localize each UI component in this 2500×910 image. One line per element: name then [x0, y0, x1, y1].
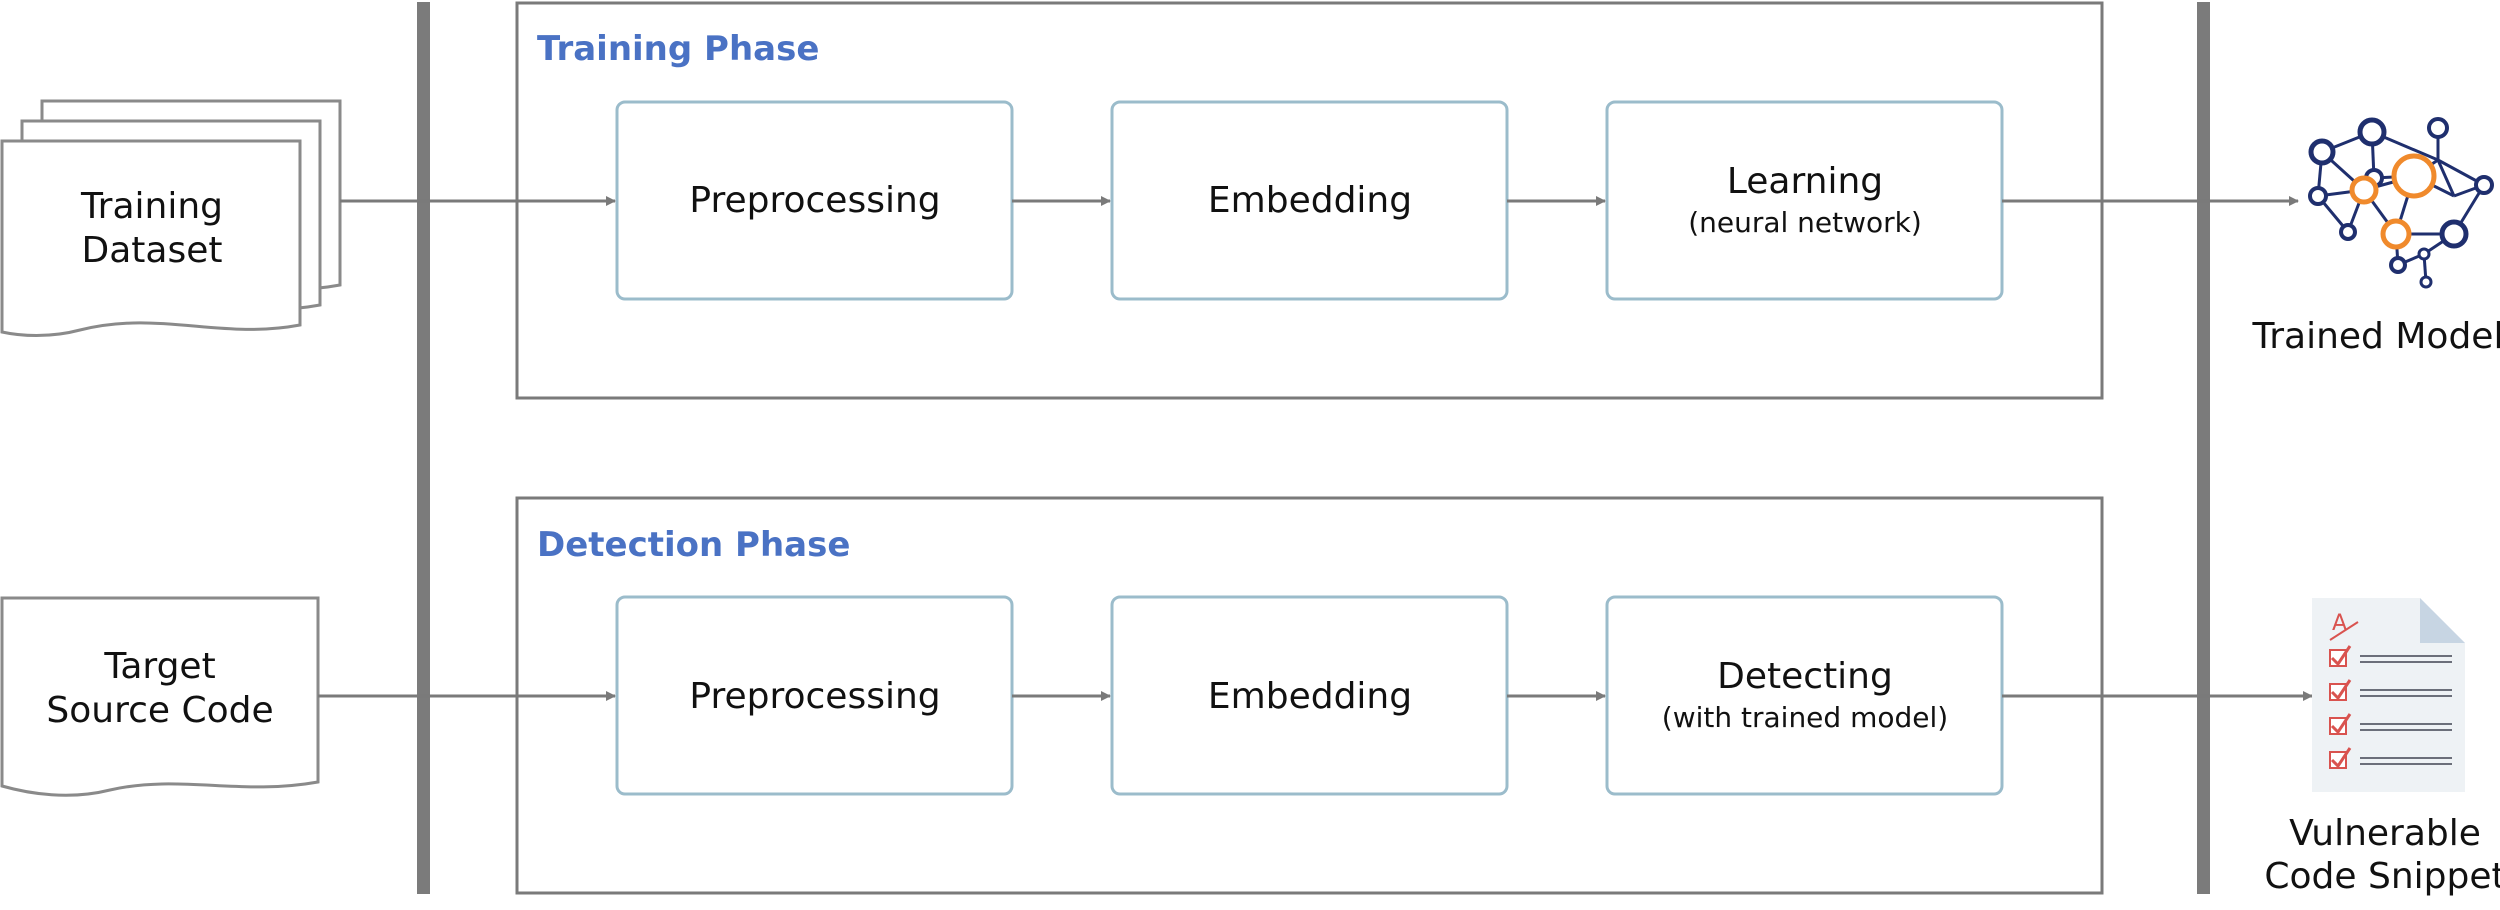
- vulnerable-snippet-label-line1: Vulnerable: [2289, 813, 2481, 854]
- training-dataset-label-line2: Dataset: [82, 230, 223, 271]
- detection-embedding-label: Embedding: [1208, 676, 1412, 717]
- detection-phase-title: Detection Phase: [537, 525, 850, 565]
- training-dataset-label-line1: Training: [80, 186, 223, 227]
- vulnerable-snippet-label-line2: Code Snippet: [2264, 856, 2500, 897]
- target-source-code-label-line2: Source Code: [46, 690, 273, 731]
- checklist-document-icon: A: [2312, 598, 2465, 792]
- left-separator-bar: [417, 2, 430, 894]
- training-preprocessing-label: Preprocessing: [689, 180, 940, 221]
- right-separator-bar: [2197, 2, 2210, 894]
- training-dataset-icon: [0, 99, 342, 337]
- training-learning-sublabel: (neural network): [1688, 206, 1922, 239]
- training-phase-title: Training Phase: [537, 29, 819, 69]
- trained-model-label: Trained Model: [2252, 316, 2500, 357]
- neural-network-icon: [2308, 117, 2494, 289]
- detection-detecting-sublabel: (with trained model): [1662, 701, 1948, 734]
- training-learning-label: Learning: [1727, 161, 1883, 202]
- svg-text:A: A: [2332, 611, 2347, 636]
- target-source-code-icon: [0, 596, 320, 797]
- target-source-code-label-line1: Target: [103, 646, 215, 687]
- detection-detecting-label: Detecting: [1717, 656, 1893, 697]
- detection-preprocessing-label: Preprocessing: [689, 676, 940, 717]
- training-embedding-label: Embedding: [1208, 180, 1412, 221]
